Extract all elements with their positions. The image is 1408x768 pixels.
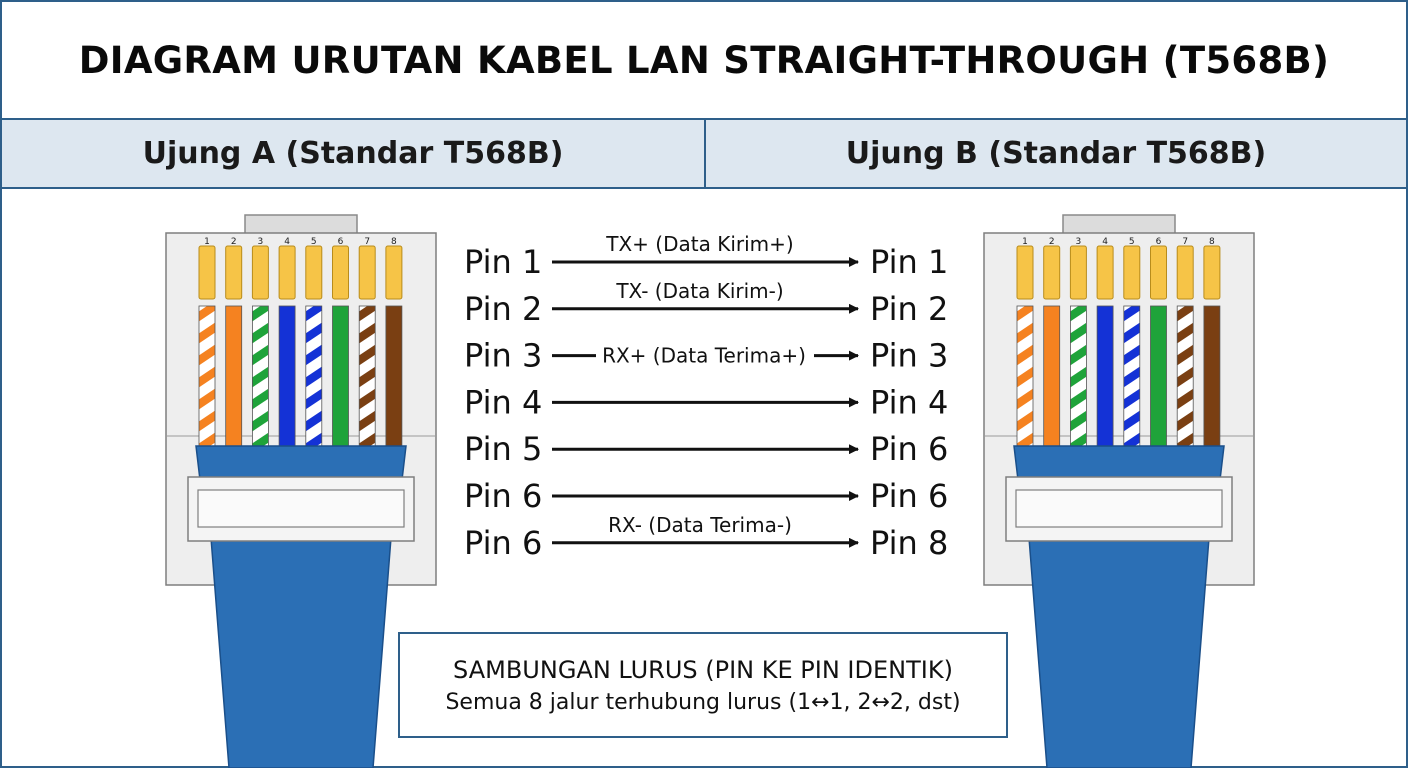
source-pin-label: Pin 6 (464, 524, 542, 562)
end-b-header: Ujung B (Standar T568B) (845, 136, 1267, 171)
source-pin-label: Pin 5 (464, 430, 542, 468)
source-pin-label: Pin 1 (464, 243, 542, 281)
conductor-wire (1123, 305, 1141, 447)
connector-pin-number: 5 (1129, 237, 1135, 247)
connection-row: Pin 3 Pin 3 RX+ (Data Terima+) (464, 337, 948, 375)
pin-connection-list: Pin 1 Pin 1 TX+ (Data Kirim+) Pin 2 Pin 2 TX-… (464, 232, 948, 562)
connector-pin-number: 2 (231, 237, 237, 247)
summary-subtitle: Semua 8 jalur terhubung lurus (1↔1, 2↔2,… (445, 689, 961, 715)
signal-label: RX- (Data Terima-) (608, 513, 792, 537)
conductor-wire (332, 305, 349, 447)
end-header-row: Ujung A (Standar T568B) Ujung B (Standar… (2, 120, 1406, 189)
pin-contact (198, 245, 216, 300)
conductor-wire (251, 305, 269, 447)
pin-contact (305, 245, 323, 300)
pin-contact (1016, 245, 1034, 300)
conductor-wire (278, 305, 296, 447)
pin-contact (1069, 245, 1087, 300)
target-pin-label: Pin 6 (870, 430, 948, 468)
signal-label: TX+ (Data Kirim+) (605, 232, 793, 256)
conductor-wire (225, 305, 243, 447)
connector-pin-number: 4 (1102, 237, 1108, 247)
connection-row: Pin 6 Pin 6 (464, 477, 948, 515)
rj45-connector-b: 1 2 3 4 5 6 7 8 (983, 214, 1255, 768)
conductor-wire (305, 305, 323, 447)
pin-contact (1203, 245, 1221, 300)
connector-pin-number: 1 (1022, 237, 1028, 247)
pin-contact (278, 245, 296, 300)
target-pin-label: Pin 6 (870, 477, 948, 515)
pin-contact (332, 245, 349, 300)
conductor-wire (1016, 305, 1034, 447)
target-pin-label: Pin 4 (870, 383, 948, 421)
summary-title: SAMBUNGAN LURUS (PIN KE PIN IDENTIK) (453, 655, 953, 684)
summary-box: SAMBUNGAN LURUS (PIN KE PIN IDENTIK) Sem… (398, 632, 1008, 738)
connector-pin-number: 7 (364, 237, 370, 247)
header-divider (704, 120, 706, 187)
pin-contact (1123, 245, 1141, 300)
connector-pin-number: 1 (204, 237, 210, 247)
connector-pin-number: 4 (284, 237, 290, 247)
conductor-wire (385, 305, 403, 447)
target-pin-label: Pin 2 (870, 290, 948, 328)
target-pin-label: Pin 3 (870, 337, 948, 375)
pin-contact (1176, 245, 1194, 300)
connection-row: Pin 6 Pin 8 RX- (Data Terima-) (464, 513, 948, 562)
rj45-connector-a: 1 2 3 4 5 6 7 8 (165, 214, 437, 768)
connector-pin-number: 6 (1156, 237, 1162, 247)
end-a-header: Ujung A (Standar T568B) (142, 136, 564, 171)
title-bar: DIAGRAM URUTAN KABEL LAN STRAIGHT-THROUG… (2, 2, 1406, 120)
connector-pin-number: 8 (1209, 237, 1215, 247)
connection-row: Pin 4 Pin 4 (464, 383, 948, 421)
pin-contact (225, 245, 243, 300)
connector-pin-number: 6 (338, 237, 344, 247)
target-pin-label: Pin 1 (870, 243, 948, 281)
signal-label: RX+ (Data Terima+) (602, 344, 806, 368)
source-pin-label: Pin 6 (464, 477, 542, 515)
pin-contact (358, 245, 376, 300)
strain-relief-bar (1015, 489, 1223, 528)
conductor-wire (198, 305, 216, 447)
pin-contact (251, 245, 269, 300)
cable-jacket-top (195, 445, 407, 481)
conductor-wire (1176, 305, 1194, 447)
diagram-title: DIAGRAM URUTAN KABEL LAN STRAIGHT-THROUG… (78, 38, 1330, 82)
pin-contact (385, 245, 403, 300)
connector-pin-number: 5 (311, 237, 317, 247)
conductor-wire (1150, 305, 1167, 447)
connection-row: Pin 5 Pin 6 (464, 430, 948, 468)
signal-label: TX- (Data Kirim-) (615, 279, 783, 303)
connection-row: Pin 1 Pin 1 TX+ (Data Kirim+) (464, 232, 948, 281)
connector-pin-number: 3 (1076, 237, 1082, 247)
pin-contact (1150, 245, 1167, 300)
conductor-wire (1043, 305, 1061, 447)
source-pin-label: Pin 4 (464, 383, 542, 421)
target-pin-label: Pin 8 (870, 524, 948, 562)
connector-pin-number: 3 (258, 237, 264, 247)
pin-contact (1096, 245, 1114, 300)
connector-latch-tab (1062, 214, 1176, 236)
strain-relief-bar (197, 489, 405, 528)
source-pin-label: Pin 3 (464, 337, 542, 375)
conductor-wire (1203, 305, 1221, 447)
source-pin-label: Pin 2 (464, 290, 542, 328)
cable-jacket-lower (1027, 524, 1211, 768)
cable-jacket-lower (209, 524, 393, 768)
pin-contact (1043, 245, 1061, 300)
connector-pin-number: 8 (391, 237, 397, 247)
connector-latch-tab (244, 214, 358, 236)
conductor-wire (1096, 305, 1114, 447)
connection-row: Pin 2 Pin 2 TX- (Data Kirim-) (464, 279, 948, 328)
connector-pin-number: 2 (1049, 237, 1055, 247)
connector-pin-number: 7 (1182, 237, 1188, 247)
cable-jacket-top (1013, 445, 1225, 481)
conductor-wire (358, 305, 376, 447)
